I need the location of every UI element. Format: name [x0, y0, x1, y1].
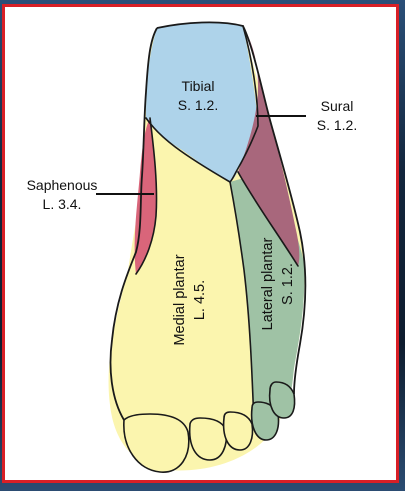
big-toe	[124, 414, 189, 472]
lateral-plantar-label-name: Lateral plantar	[260, 237, 276, 330]
saphenous-label-name: Saphenous	[27, 177, 98, 193]
tibial-label-name: Tibial	[182, 78, 215, 94]
medial-plantar-label-name: Medial plantar	[172, 254, 188, 345]
third-toe	[224, 412, 253, 450]
tibial-label-roots: S. 1.2.	[178, 97, 218, 113]
fifth-toe	[270, 382, 295, 418]
sural-label-roots: S. 1.2.	[317, 117, 357, 133]
sural-label-name: Sural	[321, 98, 354, 114]
lateral-plantar-label-roots: S. 1.2.	[280, 263, 296, 305]
saphenous-label-roots: L. 3.4.	[43, 196, 82, 212]
medial-plantar-label-roots: L. 4.5.	[192, 280, 208, 320]
